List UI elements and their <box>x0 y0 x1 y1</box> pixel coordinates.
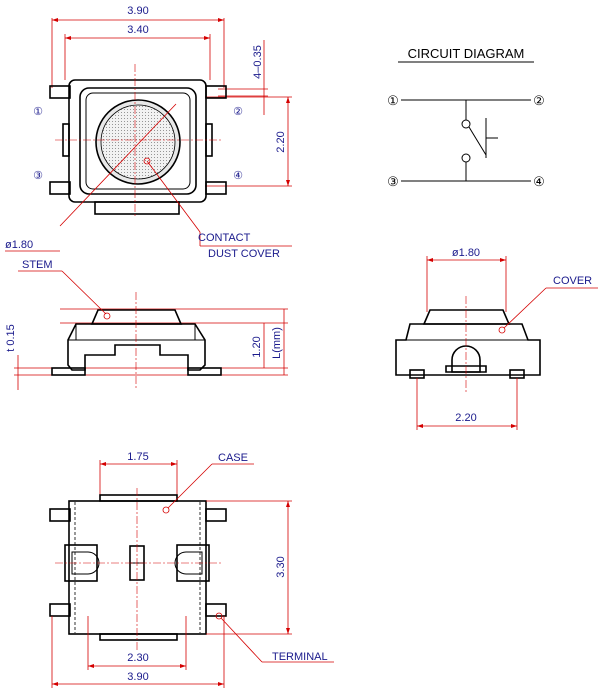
label-terminal: TERMINAL <box>272 651 328 663</box>
label-cover: COVER <box>553 275 592 287</box>
pin-1-label: ① <box>33 106 43 118</box>
pin-4-label: ④ <box>233 170 243 182</box>
circuit-title: CIRCUIT DIAGRAM <box>408 46 525 61</box>
bottom-view: 1.75 3.30 2.30 <box>49 451 334 688</box>
pin-2-label: ② <box>233 106 243 118</box>
circuit-pin-2: ② <box>533 93 545 108</box>
label-dust-cover: DUST COVER <box>208 248 280 260</box>
dim-side-height: 1.20 <box>251 336 263 357</box>
side-view: t 0.15 1.20 L(mm) STEM <box>5 259 288 390</box>
dim-end-pitch: 2.20 <box>455 412 476 424</box>
top-view: 3.90 3.40 4–0.35 2.20 <box>5 5 292 260</box>
dim-bottom-height: 3.30 <box>275 556 287 577</box>
dim-side-length: L(mm) <box>271 327 283 359</box>
end-view: ø1.80 2.20 COVER <box>395 247 598 430</box>
dim-top-width-inner: 3.40 <box>127 24 148 36</box>
dim-top-terminal-width: 4–0.35 <box>252 45 264 79</box>
dim-end-diameter: ø1.80 <box>452 247 480 259</box>
dim-top-width-outer: 3.90 <box>127 5 148 17</box>
dim-bottom-width: 3.90 <box>127 671 148 683</box>
dim-top-height: 2.20 <box>275 131 287 152</box>
label-stem: STEM <box>22 259 53 271</box>
label-contact: CONTACT <box>198 232 251 244</box>
circuit-pin-4: ④ <box>533 174 545 189</box>
dim-bottom-case-width: 1.75 <box>127 451 148 463</box>
dim-side-thickness: t 0.15 <box>5 324 17 352</box>
label-case: CASE <box>218 452 248 464</box>
dim-bottom-pitch: 2.30 <box>127 652 148 664</box>
circuit-pin-1: ① <box>387 93 399 108</box>
circuit-pin-3: ③ <box>387 174 399 189</box>
circuit-diagram: CIRCUIT DIAGRAM ① ② ③ ④ <box>387 46 545 189</box>
dim-stem-diameter: ø1.80 <box>5 239 33 251</box>
pin-3-label: ③ <box>33 170 43 182</box>
